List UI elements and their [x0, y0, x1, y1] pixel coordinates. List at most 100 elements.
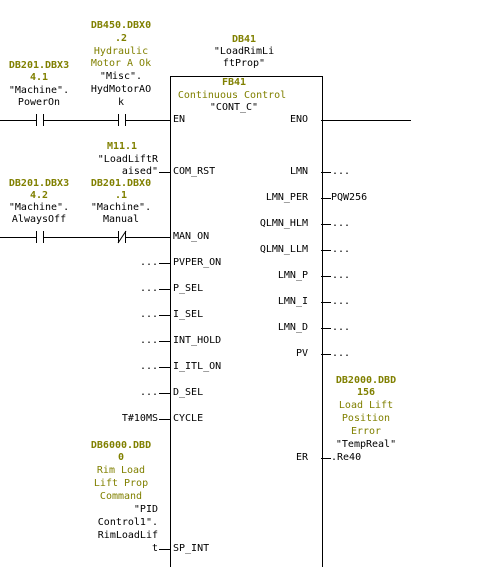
er-address[interactable]: DB2000.DBD: [335, 375, 397, 386]
rung1-wire-left: [0, 120, 36, 121]
lmn-i-wire: [321, 302, 331, 303]
function-block-box[interactable]: [170, 76, 323, 567]
pin-qlmn-llm: QLMN_LLM: [259, 244, 308, 255]
lmn-d-operand[interactable]: ...: [332, 322, 351, 333]
i-sel-operand[interactable]: ...: [139, 309, 158, 320]
int-hold-operand[interactable]: ...: [139, 335, 158, 346]
p-sel-operand[interactable]: ...: [139, 283, 158, 294]
pv-operand[interactable]: ...: [332, 348, 351, 359]
pin-i-itl-on: I_ITL_ON: [173, 361, 222, 372]
contact1-address-cont: 4.1: [29, 72, 49, 83]
pin-pv: PV: [295, 348, 308, 359]
pvper-on-wire: [159, 263, 170, 264]
contact3-symbol-cont: AlwaysOff: [11, 214, 67, 225]
pin-er: ER: [295, 452, 308, 463]
qlmn-llm-operand[interactable]: ...: [332, 244, 351, 255]
contact-manual-nc[interactable]: [118, 231, 126, 243]
contact2-address-cont: .2: [114, 33, 128, 44]
contact1-symbol-cont: PowerOn: [17, 97, 61, 108]
fb-symbol: "CONT_C": [209, 102, 259, 113]
pvper-on-operand[interactable]: ...: [139, 257, 158, 268]
pin-en: EN: [173, 114, 186, 125]
pin-qlmn-hlm: QLMN_HLM: [259, 218, 308, 229]
pin-p-sel: P_SEL: [173, 283, 204, 294]
er-symbol-cont: .Re40: [331, 452, 362, 463]
er-comment-cont2: Error: [350, 426, 382, 437]
instance-db-symbol-cont: ftProp": [222, 58, 266, 69]
er-comment: Load Lift: [338, 400, 394, 411]
pin-eno: ENO: [289, 114, 308, 125]
pin-d-sel: D_SEL: [173, 387, 204, 398]
com-rst-symbol-cont: aised": [121, 166, 158, 177]
p-sel-wire: [159, 289, 170, 290]
contact2-symbol-cont: HydMotorAO: [90, 84, 152, 95]
fb-comment: Continuous Control: [177, 90, 287, 101]
lmn-per-wire: [321, 198, 331, 199]
sp-int-address[interactable]: DB6000.DBD: [90, 440, 152, 451]
sp-int-symbol: "PID: [133, 504, 158, 515]
rung1-wire-right: [126, 120, 170, 121]
contact4-address[interactable]: DB201.DBX0: [90, 178, 152, 189]
d-sel-operand[interactable]: ...: [139, 387, 158, 398]
rung1-wire-mid: [44, 120, 118, 121]
i-itl-on-operand[interactable]: ...: [139, 361, 158, 372]
i-itl-on-wire: [159, 367, 170, 368]
instance-db-address[interactable]: DB41: [231, 34, 257, 45]
sp-int-symbol-cont: Control1".: [97, 517, 158, 528]
qlmn-hlm-wire: [321, 224, 331, 225]
contact1-address[interactable]: DB201.DBX3: [8, 60, 70, 71]
sp-int-symbol-cont3: t: [151, 543, 158, 554]
lmn-p-wire: [321, 276, 331, 277]
int-hold-wire: [159, 341, 170, 342]
lmn-per-operand[interactable]: PQW256: [331, 192, 368, 203]
contact2-symbol: "Misc".: [99, 71, 143, 82]
contact3-address-cont: 4.2: [29, 190, 49, 201]
lmn-wire: [321, 172, 331, 173]
contact2-address[interactable]: DB450.DBX0: [90, 20, 152, 31]
rung2-wire-mid: [44, 237, 118, 238]
instance-db-symbol[interactable]: "LoadRimLi: [213, 46, 275, 57]
contact2-comment: Hydraulic: [93, 46, 149, 57]
pin-man-on: MAN_ON: [173, 231, 210, 242]
pin-sp-int: SP_INT: [173, 543, 210, 554]
pin-i-sel: I_SEL: [173, 309, 204, 320]
fb-number[interactable]: FB41: [221, 77, 247, 88]
pin-lmn-i: LMN_I: [277, 296, 308, 307]
nc-slash: [117, 230, 127, 244]
contact-hydmotoraok[interactable]: [118, 114, 126, 126]
pin-pvper-on: PVPER_ON: [173, 257, 222, 268]
sp-int-address-cont: 0: [117, 452, 125, 463]
contact2-symbol-cont2: k: [117, 97, 125, 108]
pv-wire: [321, 354, 331, 355]
lmn-p-operand[interactable]: ...: [332, 270, 351, 281]
rung2-wire-right: [126, 237, 170, 238]
qlmn-llm-wire: [321, 250, 331, 251]
contact-alwaysoff[interactable]: [36, 231, 44, 243]
contact4-address-cont: .1: [114, 190, 128, 201]
cycle-operand[interactable]: T#10MS: [121, 413, 158, 424]
d-sel-wire: [159, 393, 170, 394]
er-address-cont: 156: [356, 387, 376, 398]
contact2-comment-cont: Motor A Ok: [90, 58, 152, 69]
contact-poweron[interactable]: [36, 114, 44, 126]
com-rst-wire: [159, 172, 170, 173]
sp-int-comment-cont: Lift Prop: [93, 478, 149, 489]
er-comment-cont: Position: [341, 413, 391, 424]
er-wire: [321, 458, 331, 459]
lmn-i-operand[interactable]: ...: [332, 296, 351, 307]
pin-lmn: LMN: [289, 166, 308, 177]
eno-wire: [321, 120, 411, 121]
pin-cycle: CYCLE: [173, 413, 204, 424]
sp-int-symbol-cont2: RimLoadLif: [97, 530, 158, 541]
com-rst-address[interactable]: M11.1: [106, 141, 138, 152]
lmn-operand[interactable]: ...: [332, 166, 351, 177]
pin-lmn-per: LMN_PER: [265, 192, 308, 203]
i-sel-wire: [159, 315, 170, 316]
qlmn-hlm-operand[interactable]: ...: [332, 218, 351, 229]
pin-lmn-p: LMN_P: [277, 270, 308, 281]
contact3-symbol: "Machine".: [8, 202, 70, 213]
lmn-d-wire: [321, 328, 331, 329]
er-symbol: "TempReal": [335, 439, 397, 450]
contact1-symbol: "Machine".: [8, 85, 70, 96]
contact3-address[interactable]: DB201.DBX3: [8, 178, 70, 189]
